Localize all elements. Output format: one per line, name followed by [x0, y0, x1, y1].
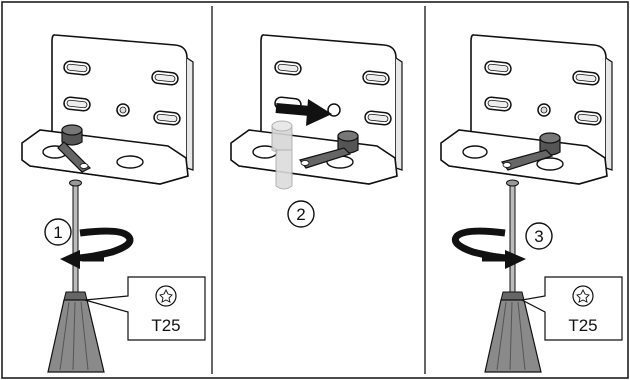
- step-number-badge: 1: [45, 219, 71, 245]
- step-number: 1: [53, 223, 62, 242]
- step-number-badge: 2: [288, 201, 314, 227]
- panel-3: 3 T25: [441, 35, 622, 372]
- tool-label: T25: [568, 316, 597, 335]
- tool-callout: T25: [85, 277, 205, 340]
- screwdriver: [485, 180, 541, 372]
- hinge-bracket: [22, 35, 193, 184]
- tool-label: T25: [151, 316, 180, 335]
- screwdriver: [48, 180, 104, 372]
- panel-1: 1 T25: [22, 35, 205, 372]
- step-number: 3: [534, 227, 543, 246]
- step-number-badge: 3: [526, 223, 552, 249]
- tool-callout: T25: [522, 277, 622, 340]
- step-number: 2: [296, 205, 305, 224]
- panel-2: 2: [231, 35, 402, 227]
